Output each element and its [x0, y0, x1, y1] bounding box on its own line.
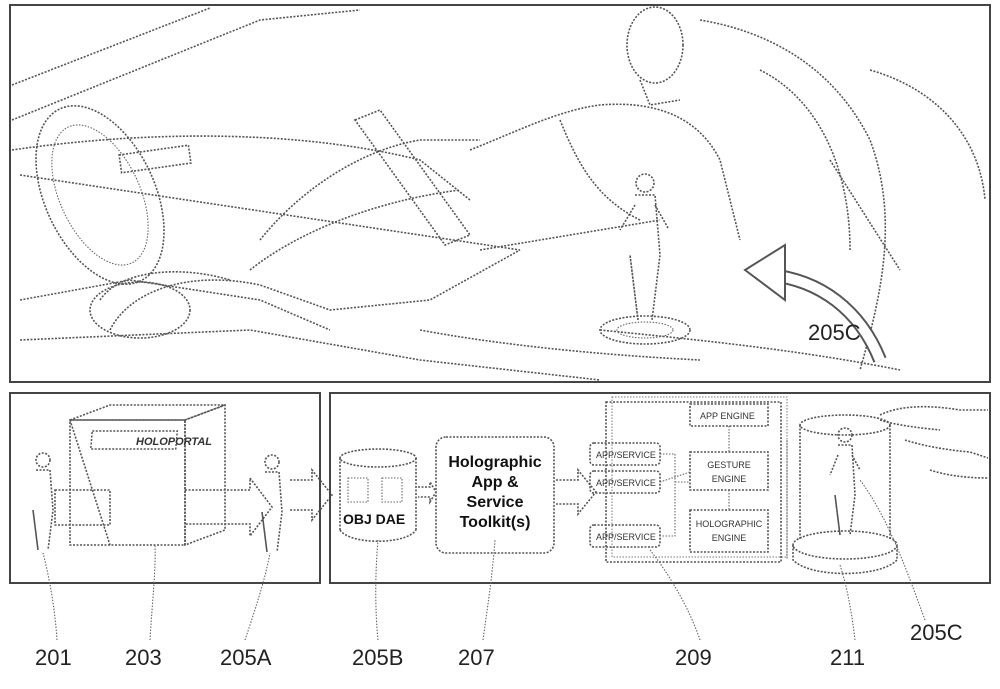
person-205a [261, 454, 283, 553]
steering-wheel [35, 105, 165, 285]
holo-engine-label-2: ENGINE [712, 533, 747, 543]
user-hand [879, 405, 989, 479]
engine-stack-209: APP/SERVICE APP/SERVICE APP/SERVICE APP … [589, 396, 788, 563]
driver-head [626, 6, 684, 84]
processing-panel: OBJ DAE Holographic App & Service Toolki… [329, 392, 991, 584]
holo-engine-label-1: HOLOGRAPHIC [696, 519, 763, 529]
toolkit-line-2: App & [471, 474, 519, 491]
label-205a: 205A [220, 645, 272, 670]
label-205b: 205B [352, 645, 403, 670]
driver-torso [469, 103, 741, 241]
seat [699, 19, 887, 371]
hologram-person-top [599, 173, 691, 345]
top-panel-frame [9, 4, 991, 383]
capture-panel: HOLOPORTAL [9, 392, 334, 584]
toolkit-line-3: Service [467, 494, 524, 511]
reference-labels: 201 203 205A 205B 207 209 211 205C [35, 479, 963, 670]
toolkit-line-1: Holographic [448, 454, 541, 471]
label-209: 209 [675, 645, 712, 670]
gesture-engine-label-2: ENGINE [712, 474, 747, 484]
gesture-engine-label-1: GESTURE [707, 460, 751, 470]
label-205c-top: 205C [808, 320, 861, 345]
driver-shoe [89, 281, 191, 339]
app-engine-label: APP ENGINE [700, 411, 755, 421]
person-201 [32, 452, 54, 551]
formats-label: OBJ DAE [343, 511, 405, 527]
toolkit-207: Holographic App & Service Toolkit(s) [435, 436, 555, 554]
service-2-label: APP/SERVICE [596, 478, 656, 488]
service-1-label: APP/SERVICE [596, 450, 656, 460]
tablet [353, 109, 472, 246]
label-211: 211 [830, 645, 865, 670]
toolkit-line-4: Toolkit(s) [460, 514, 531, 531]
service-3-label: APP/SERVICE [596, 532, 656, 542]
holoportal-label: HOLOPORTAL [136, 436, 212, 448]
hologram-display-211 [792, 414, 898, 575]
bottom-left-frame [9, 392, 321, 584]
label-205c-bottom: 205C [910, 620, 963, 645]
bottom-right-frame [329, 392, 991, 584]
holoportal-box-203: HOLOPORTAL [69, 403, 226, 547]
label-201: 201 [35, 645, 72, 670]
label-207: 207 [458, 645, 495, 670]
label-203: 203 [125, 645, 162, 670]
database-205b: OBJ DAE [339, 448, 417, 543]
car-interior-scene: 205C [9, 4, 991, 383]
driver-legs [109, 249, 521, 331]
